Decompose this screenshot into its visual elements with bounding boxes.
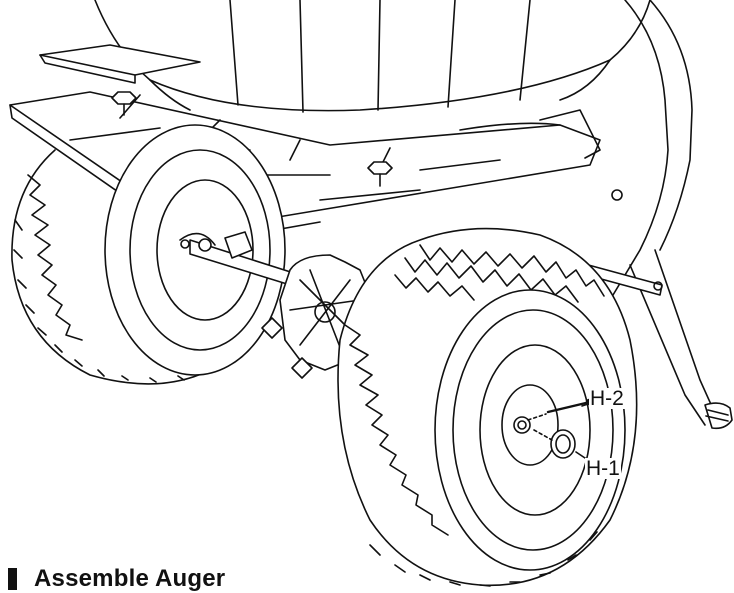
hub-parts [513,398,593,459]
section-title: Assemble Auger [34,564,226,592]
callout-label-h1: H-1 [585,457,621,480]
left-wheel [11,124,286,385]
knob-3 [367,161,393,187]
handle-frame [567,0,733,430]
knob-1 [111,91,137,116]
deflector-plate [39,44,201,84]
callout-label-h2: H-2 [589,387,625,410]
hopper [94,0,651,113]
section-header: Assemble Auger [0,564,226,592]
section-marker [8,567,17,590]
right-wheel [337,227,638,587]
